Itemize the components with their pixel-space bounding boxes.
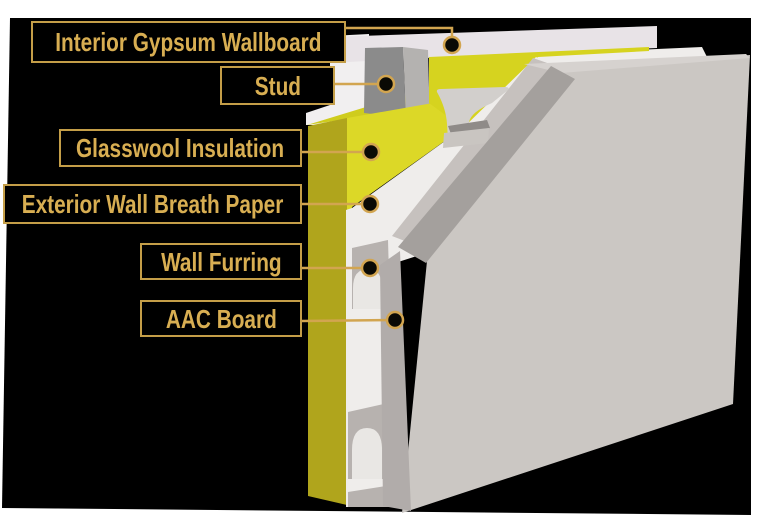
- aac-board-edge-diagonal: [398, 66, 575, 263]
- label-glasswool-insulation: Glasswool Insulation: [59, 129, 302, 167]
- aac-board-face: [402, 55, 750, 513]
- label-stud: Stud: [220, 66, 335, 105]
- insulation-front-face: [347, 103, 463, 240]
- callout-dot-wall-furring: [360, 258, 380, 278]
- aac-board-top: [524, 54, 750, 73]
- label-aac-board-text: AAC Board: [165, 303, 277, 334]
- callout-dot-stud: [376, 74, 396, 94]
- label-interior-gypsum-wallboard: Interior Gypsum Wallboard: [31, 21, 346, 63]
- callout-dot-glasswool-insulation: [361, 142, 381, 162]
- furring-segment-bottom: [348, 486, 388, 507]
- label-glasswool-insulation-text: Glasswool Insulation: [76, 133, 285, 163]
- insulation-side-face: [308, 118, 347, 505]
- furring-bracket-base: [443, 128, 489, 148]
- callout-dot-interior-gypsum-wallboard: [442, 35, 462, 55]
- label-exterior-wall-breath-paper-text: Exterior Wall Breath Paper: [21, 189, 284, 219]
- callout-dot-exterior-wall-breath-paper: [360, 194, 380, 214]
- label-aac-board: AAC Board: [140, 300, 302, 337]
- label-stud-text: Stud: [254, 70, 301, 101]
- label-wall-furring-text: Wall Furring: [160, 246, 282, 277]
- furring-cutout-upper: [353, 269, 382, 309]
- callout-dot-aac-board: [385, 310, 405, 330]
- furring-channel-diagonal: [392, 58, 553, 243]
- furring-bracket-top: [448, 120, 490, 134]
- label-exterior-wall-breath-paper: Exterior Wall Breath Paper: [3, 184, 302, 224]
- furring-cutout-lower: [352, 428, 382, 479]
- label-interior-gypsum-wallboard-text: Interior Gypsum Wallboard: [55, 27, 322, 57]
- label-wall-furring: Wall Furring: [140, 243, 302, 280]
- callout-line-aac-board: [301, 318, 396, 323]
